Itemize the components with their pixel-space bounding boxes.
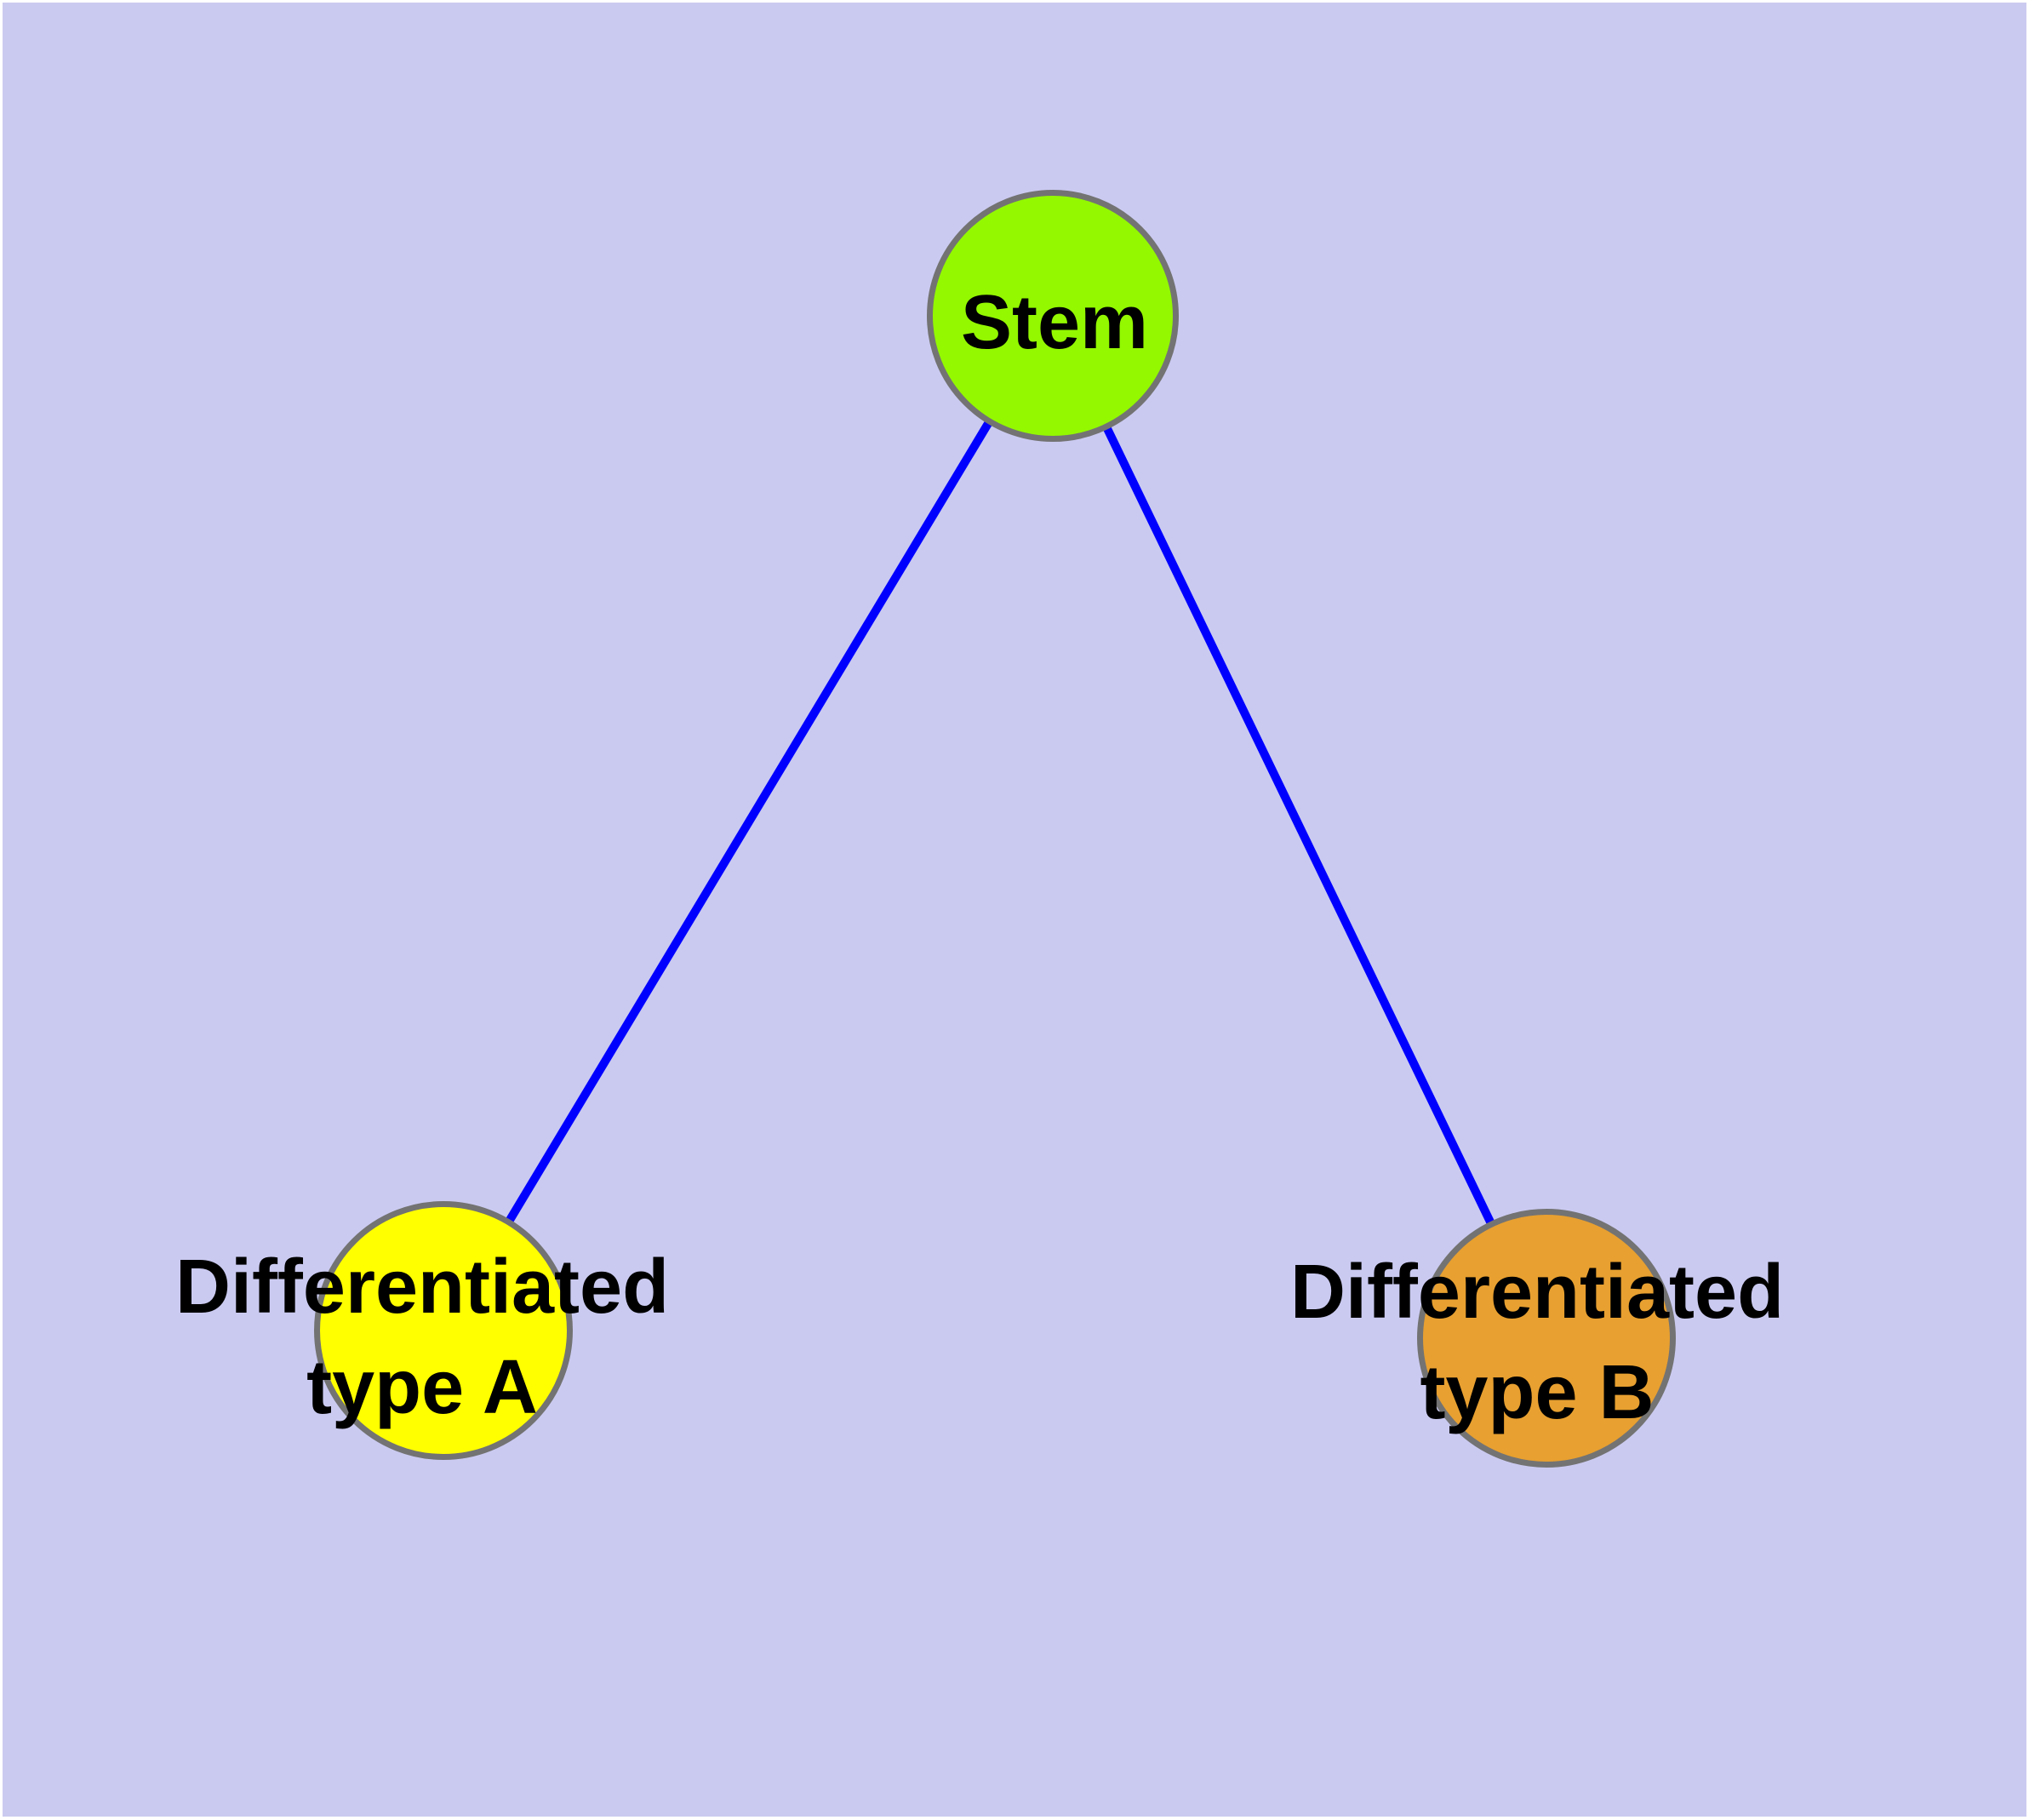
node-type-b-label: Differentiated type B xyxy=(1290,1242,1784,1443)
node-stem-label: Stem xyxy=(961,272,1148,373)
node-type-b-circle xyxy=(1417,1209,1676,1468)
node-type-a-label: Differentiated type A xyxy=(175,1237,669,1438)
node-type-b-label-line-2: type B xyxy=(1420,1350,1655,1435)
node-stem-label-line-1: Stem xyxy=(960,280,1149,365)
node-stem-circle xyxy=(927,190,1179,442)
node-type-a-circle xyxy=(314,1201,573,1460)
node-type-a-label-line-2: type A xyxy=(306,1345,538,1430)
node-type-a-label-line-1: Differentiated xyxy=(174,1245,670,1330)
edge-stem-to-type-a xyxy=(439,313,1057,1333)
edge-stem-to-type-b xyxy=(1049,313,1551,1341)
node-type-b-label-line-1: Differentiated xyxy=(1289,1250,1785,1335)
